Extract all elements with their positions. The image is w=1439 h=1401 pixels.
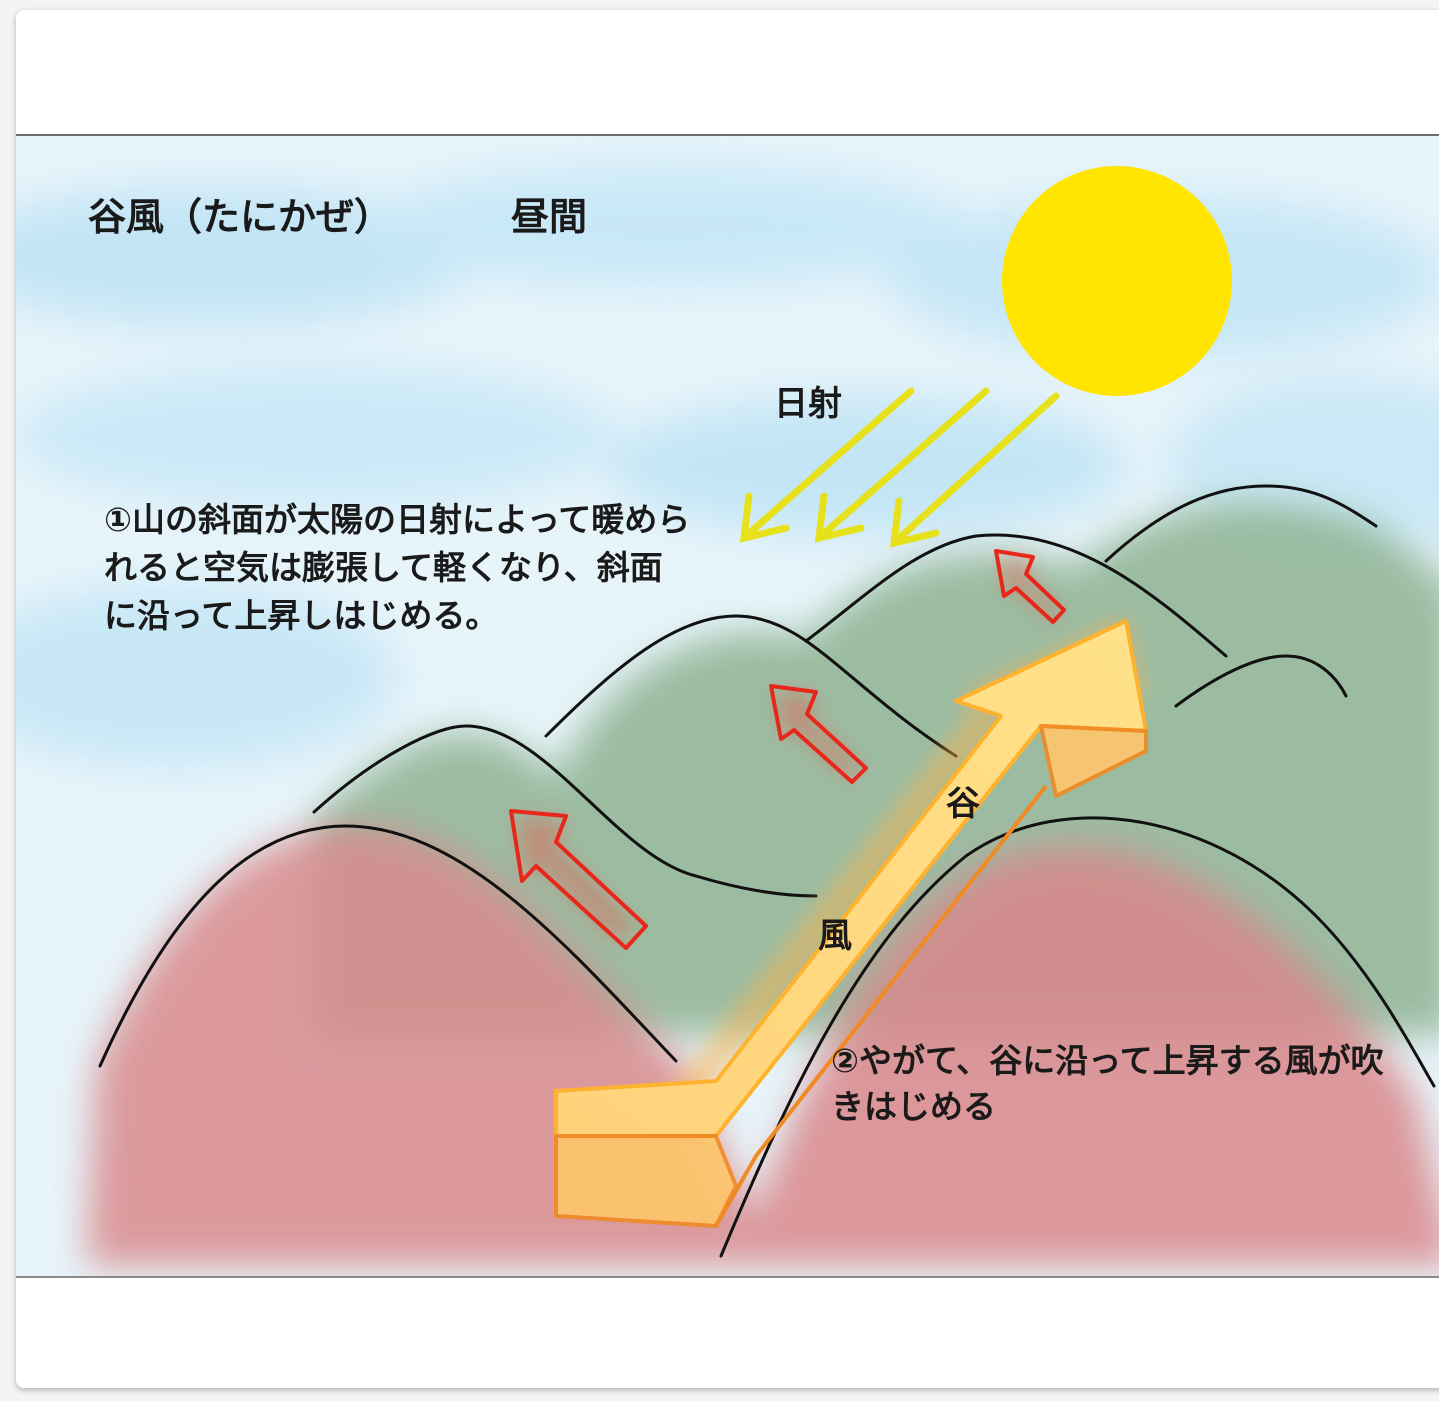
sun-rays [739,387,1060,548]
diagram-canvas [16,136,1439,1276]
explanation-note-2: ②やがて、谷に沿って上昇する風が吹きはじめる [831,1041,1384,1126]
insolation-label: 日射 [774,384,842,424]
sky-clouds [16,166,1439,766]
explanation-note-1: ①山の斜面が太陽の日射によって暖められると空気は膨張して軽くなり、斜面に沿って上… [104,500,691,635]
card-footer [16,1276,1439,1388]
wind-label-valley: 谷 [946,784,980,824]
card-header [16,10,1439,136]
sun [1002,166,1232,396]
wind-label-wind: 風 [818,916,852,956]
upslope-arrows [509,549,1066,950]
valley-wind-diagram: 谷 風 谷風（たにかぜ） 昼間 日射 ①山の斜面が太陽の日射によって暖められると… [16,136,1439,1276]
slide-card: 谷 風 谷風（たにかぜ） 昼間 日射 ①山の斜面が太陽の日射によって暖められると… [16,10,1439,1388]
time-of-day-label: 昼間 [511,195,588,239]
valley-wind-arrow [554,616,1148,1228]
mountain-outlines [98,484,1436,1258]
diagram-title: 谷風（たにかぜ） [88,195,393,239]
